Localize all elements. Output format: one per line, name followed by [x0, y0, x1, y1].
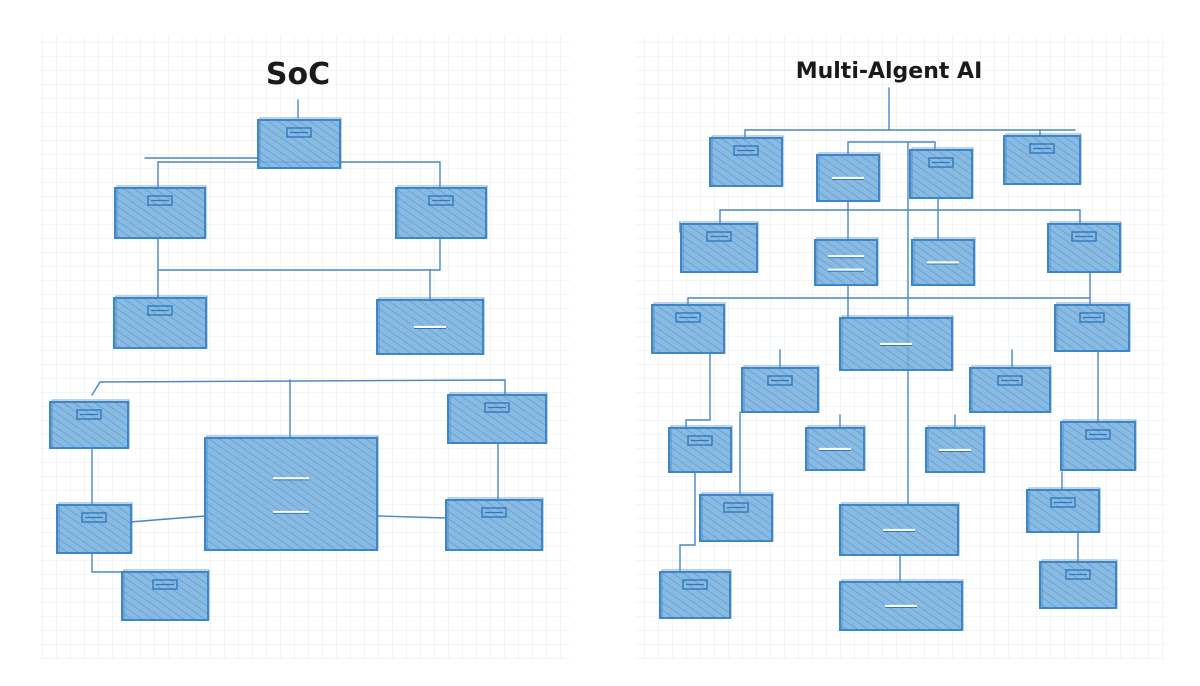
ai-block [969, 365, 1052, 413]
ai-block [659, 569, 732, 619]
ai-block [668, 425, 733, 473]
soc-connector [91, 551, 123, 573]
ai-block [839, 502, 960, 556]
ai-block [1047, 221, 1122, 273]
soc-block [121, 569, 210, 621]
ai-block [925, 425, 986, 473]
ai-block [805, 425, 866, 471]
ai-block [741, 365, 820, 413]
soc-block [395, 185, 488, 239]
soc-block [114, 185, 207, 239]
soc-connector [129, 515, 206, 523]
soc-connector [377, 515, 447, 519]
soc-block [447, 392, 548, 444]
ai-block [839, 579, 964, 631]
ai-block [911, 237, 976, 286]
ai-block [1003, 133, 1082, 185]
soc-block [376, 297, 485, 355]
multi-agent-title: Multi-Algent AI [796, 59, 983, 84]
ai-block [680, 221, 759, 273]
soc-block [445, 497, 544, 551]
soc-block [204, 435, 379, 551]
ai-block [839, 315, 954, 371]
ai-connector [679, 471, 696, 573]
ai-block [1039, 559, 1118, 609]
ai-block [709, 135, 784, 187]
diagram-blocks [49, 117, 1137, 631]
connector-lines [91, 87, 1099, 583]
soc-connector [91, 379, 506, 396]
ai-block [651, 302, 726, 354]
ai-block [699, 492, 774, 542]
soc-block [257, 117, 342, 169]
soc-connector [157, 161, 441, 189]
ai-block [1026, 487, 1101, 533]
soc-block [113, 295, 208, 349]
ai-block [909, 147, 974, 199]
ai-block [1054, 302, 1131, 352]
soc-title: SoC [266, 57, 330, 92]
ai-block [1060, 419, 1137, 471]
ai-connector [685, 351, 711, 429]
ai-block [816, 152, 881, 202]
ai-connector [847, 141, 936, 151]
ai-block [814, 237, 879, 286]
soc-block [49, 399, 130, 449]
soc-block [56, 502, 133, 554]
